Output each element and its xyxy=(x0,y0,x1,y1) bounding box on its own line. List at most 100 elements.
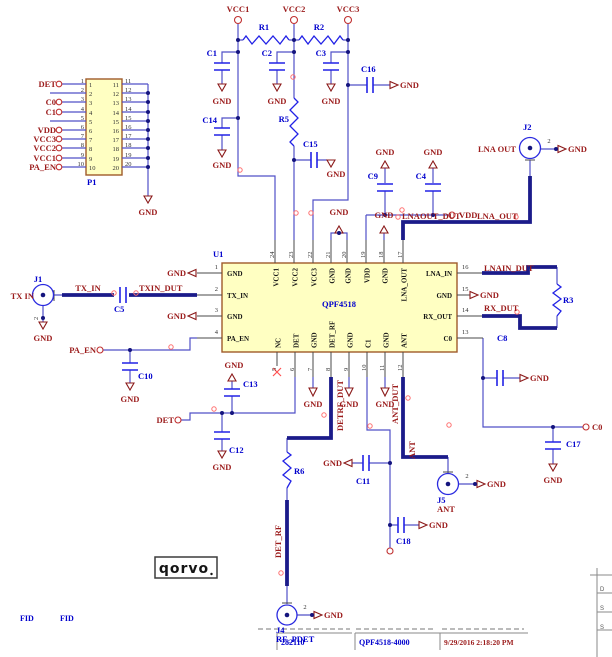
u1-pin-num-3: 3 xyxy=(215,307,218,314)
c12-des: C12 xyxy=(229,445,244,455)
r2-des: R2 xyxy=(314,22,324,32)
u1-pin-name-21: GND xyxy=(329,268,337,284)
u1-ref: U1 xyxy=(213,249,223,259)
u1-pin-name-15: GND xyxy=(436,292,452,300)
gnd-j4: GND xyxy=(324,610,343,620)
p1-pin-num-in-3: 3 xyxy=(89,100,92,107)
vcc2-flag: VCC2 xyxy=(283,4,306,14)
connector-J2-symbol[interactable] xyxy=(518,136,542,160)
c2-des: C2 xyxy=(262,48,272,58)
u1-pin-num-6: 6 xyxy=(289,367,296,371)
u1-pin-name-6: DET xyxy=(293,333,301,348)
u1-pin-num-16: 16 xyxy=(462,264,469,271)
gnd-c4: GND xyxy=(424,147,443,157)
c15-des: C15 xyxy=(303,139,318,149)
j4-pin2: 2 xyxy=(303,604,306,611)
r1-des: R1 xyxy=(259,22,269,32)
connector-J5-symbol[interactable] xyxy=(436,472,460,496)
u1-pin-num-11: 11 xyxy=(379,365,386,371)
p1-net-VDD: VDD xyxy=(38,125,56,135)
u1-pin-num-9: 9 xyxy=(343,368,350,371)
p1-pin-num-in-6: 6 xyxy=(89,128,93,135)
u1-pin-num-1: 1 xyxy=(215,264,218,271)
p1-pin-num-in-17: 17 xyxy=(113,137,120,144)
connector-J1-symbol[interactable] xyxy=(31,283,55,307)
gnd-j5: GND xyxy=(487,479,506,489)
c14-des: C14 xyxy=(202,115,217,125)
title-block-cell-1: 282110 xyxy=(281,638,305,647)
u1-pin-num-12: 12 xyxy=(397,365,404,372)
c16-des: C16 xyxy=(361,64,376,74)
p1-pin-num-in-9: 9 xyxy=(89,156,92,163)
c5-des: C5 xyxy=(114,304,124,314)
p1-ref: P1 xyxy=(87,177,96,187)
u1-pin-num-15: 15 xyxy=(462,286,469,293)
gnd-c13: GND xyxy=(225,360,244,370)
u1-pin-name-18: GND xyxy=(382,268,390,284)
u1-pin-name-1: GND xyxy=(227,270,243,278)
gnd-p18: GND xyxy=(375,210,394,220)
p1-net-VCC2: VCC2 xyxy=(33,143,56,153)
gnd-pin11: GND xyxy=(376,399,395,409)
gnd-c11: GND xyxy=(323,458,342,468)
u1-pin-num-18: 18 xyxy=(378,252,385,259)
gnd-p2021: GND xyxy=(330,207,349,217)
title-block-cell-2: QPF4518-4000 xyxy=(359,638,410,647)
net-detrfdut: DETRF_DUT xyxy=(335,380,345,431)
vcc3-flag: VCC3 xyxy=(337,4,360,14)
c10-des: C10 xyxy=(138,371,153,381)
r3-des: R3 xyxy=(563,295,573,305)
p1-pin-num-in-10: 10 xyxy=(89,165,96,172)
gnd-j2: GND xyxy=(568,144,587,154)
u1-pin-num-24: 24 xyxy=(269,251,276,258)
gnd-c17: GND xyxy=(544,475,563,485)
connector-P1-body[interactable] xyxy=(85,78,123,176)
u1-pin-num-22: 22 xyxy=(307,252,314,259)
qorvo-logo-text: qorvo xyxy=(159,561,209,577)
u1-pin-num-23: 23 xyxy=(288,252,295,259)
p1-net-DET: DET xyxy=(39,79,57,89)
net-rxdut: RX_DUT xyxy=(484,303,519,313)
u1-pin-num-19: 19 xyxy=(360,252,367,259)
u1-pin-num-4: 4 xyxy=(215,329,219,336)
u1-pin-num-7: 7 xyxy=(307,367,314,371)
gnd-p1bus: GND xyxy=(139,207,158,217)
p1-pin-num-out-13: 13 xyxy=(125,96,132,103)
p1-pin-num-in-16: 16 xyxy=(113,128,120,135)
gnd-c1: GND xyxy=(213,96,232,106)
net-c0: C0 xyxy=(592,422,602,432)
j4-name: RF_PDET xyxy=(276,634,315,644)
r6-des: R6 xyxy=(294,466,304,476)
net-lnaout: LNA_OUT xyxy=(477,211,518,221)
u1-pin-num-10: 10 xyxy=(361,365,368,372)
p1-pin-num-in-5: 5 xyxy=(89,119,92,126)
sheet-edge-letter-3: S xyxy=(600,625,604,631)
gnd-c14: GND xyxy=(213,160,232,170)
ic-U1-body[interactable] xyxy=(221,262,458,353)
fiducial-label-2: FID xyxy=(60,614,74,623)
u1-pin-name-22: VCC3 xyxy=(311,268,319,287)
p1-pin-num-out-16: 16 xyxy=(125,124,132,131)
connector-J4-symbol[interactable] xyxy=(276,604,298,626)
p1-pin-num-out-1: 1 xyxy=(81,78,84,85)
u1-pin-num-2: 2 xyxy=(215,286,218,293)
component-symbol-layer[interactable] xyxy=(119,34,563,533)
u1-pin-name-13: C0 xyxy=(443,335,452,343)
logo-period xyxy=(210,572,213,576)
j5-ref: J5 xyxy=(437,495,446,505)
u1-pin-name-9: GND xyxy=(347,332,355,348)
net-lnaoutdut: LNAOUT_DUT xyxy=(402,211,461,221)
j4-ref: J4 xyxy=(276,625,285,635)
c9-des: C9 xyxy=(368,171,378,181)
p1-pin-num-in-19: 19 xyxy=(113,156,120,163)
c1-des: C1 xyxy=(207,48,217,58)
u1-pin-name-2: TX_IN xyxy=(227,292,248,300)
gnd-c18: GND xyxy=(429,520,448,530)
title-block xyxy=(258,568,612,657)
rf-trace-layer[interactable] xyxy=(62,176,557,586)
net-paen: PA_EN xyxy=(69,345,97,355)
p1-pin-num-out-20: 20 xyxy=(125,161,132,168)
u1-pin-name-17: LNA_OUT xyxy=(401,268,409,302)
gnd-j1: GND xyxy=(34,333,53,343)
